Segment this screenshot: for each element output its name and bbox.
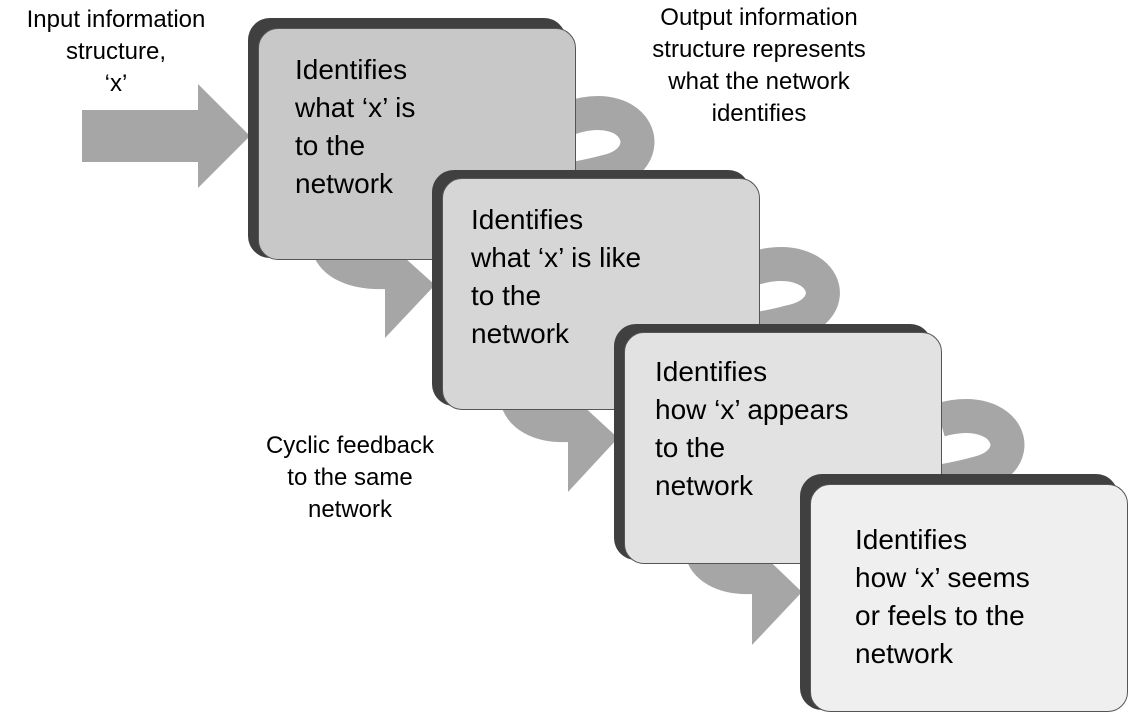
box-2-line-4: network [471,318,570,349]
feedback-arrowhead-1 [385,240,435,338]
box-1-line-1: Identifies [295,54,408,85]
output-label-line-3: what the network [668,68,850,95]
output-label-line-2: structure represents [652,36,866,63]
process-box-1-text: Identifies what ‘x’ is to the network [295,51,415,203]
input-label-line-3: ‘x’ [104,70,128,97]
box-3-line-2: how ‘x’ appears [655,394,849,425]
output-label-line-1: Output information [660,4,858,31]
feedback-label-line-3: network [307,496,393,523]
process-box-4: Identifies how ‘x’ seems or feels to the… [810,484,1128,712]
box-1-line-2: what ‘x’ is [295,92,416,123]
box-1-line-4: network [295,168,394,199]
box-4-line-3: or feels to the [855,600,1025,631]
box-4-line-2: how ‘x’ seems [855,562,1030,593]
box-2-line-3: to the [471,280,542,311]
input-arrow [82,84,250,188]
box-3-line-1: Identifies [655,356,768,387]
box-1-line-3: to the [295,130,366,161]
box-4-line-4: network [855,638,954,669]
output-label-line-4: identifies [711,100,807,127]
feedback-label-line-2: to the same [287,464,413,491]
feedback-arrowhead-2 [568,392,618,492]
input-label: Input information structure, ‘x’ [0,4,232,100]
feedback-arrowhead-3 [752,544,802,645]
input-label-line-1: Input information [26,6,206,33]
box-3-line-4: network [655,470,754,501]
feedback-label: Cyclic feedback to the same network [236,430,464,526]
process-box-2-text: Identifies what ‘x’ is like to the netwo… [471,201,641,353]
feedback-label-line-1: Cyclic feedback [265,432,435,459]
process-box-3-text: Identifies how ‘x’ appears to the networ… [655,353,849,505]
output-label: Output information structure represents … [620,2,898,130]
box-2-line-1: Identifies [471,204,584,235]
box-4-line-1: Identifies [855,524,968,555]
box-2-line-2: what ‘x’ is like [471,242,642,273]
process-box-4-text: Identifies how ‘x’ seems or feels to the… [855,521,1030,673]
box-3-line-3: to the [655,432,726,463]
input-label-line-2: structure, [65,38,167,65]
